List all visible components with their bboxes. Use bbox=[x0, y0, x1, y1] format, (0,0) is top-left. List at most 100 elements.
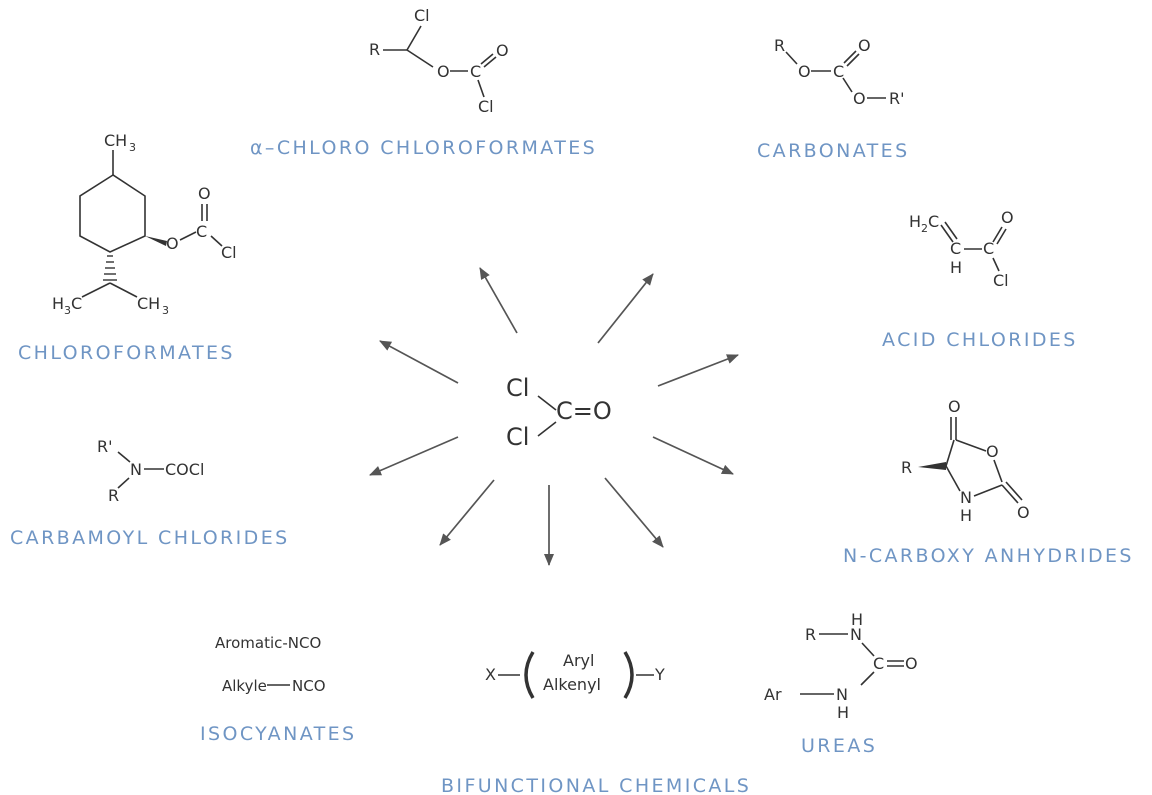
atom-c-carbonyl: C bbox=[983, 239, 994, 258]
center-cl-bottom: Cl bbox=[506, 423, 529, 451]
atom-ch: CH bbox=[104, 131, 127, 150]
bond bbox=[480, 53, 494, 65]
label-ureas: UREAS bbox=[801, 735, 877, 757]
ureas-structure: H R N C O Ar N H bbox=[764, 610, 918, 722]
atom-r: R bbox=[901, 458, 912, 477]
bond bbox=[483, 56, 497, 68]
atom-r-prime: R' bbox=[97, 437, 113, 456]
label-n-carboxy-anhydrides: N-CARBOXY ANHYDRIDES bbox=[843, 545, 1134, 567]
atom-n-top: N bbox=[850, 625, 862, 644]
atom-c: C bbox=[196, 222, 207, 241]
atom-y: Y bbox=[654, 665, 665, 684]
atom-o: O bbox=[1001, 208, 1014, 227]
atom-n: N bbox=[960, 488, 972, 507]
right-paren bbox=[623, 651, 634, 699]
bond bbox=[1005, 481, 1023, 501]
bond bbox=[477, 79, 485, 98]
bond bbox=[945, 465, 961, 492]
menthyl-chloroformate-structure: CH 3 O C O Cl H 3 C CH 3 bbox=[52, 131, 237, 317]
atom-c-methyl: C bbox=[71, 294, 82, 313]
bond bbox=[109, 282, 138, 298]
atom-r: R bbox=[369, 40, 380, 59]
atom-h-alpha: H bbox=[950, 258, 962, 277]
bond bbox=[846, 53, 860, 67]
alkyle-text: Alkyle bbox=[222, 677, 267, 695]
bond bbox=[940, 224, 954, 243]
atom-h-bottom: H bbox=[837, 703, 849, 722]
n-carboxy-anhydride-structure: O O O N H R bbox=[901, 397, 1030, 525]
subscript-2: 2 bbox=[921, 222, 928, 235]
atom-x: X bbox=[485, 665, 496, 684]
bond bbox=[179, 231, 197, 241]
bond bbox=[973, 484, 1003, 497]
bond bbox=[945, 439, 955, 467]
bond bbox=[406, 49, 434, 68]
atom-h: H bbox=[909, 212, 921, 231]
atom-c: C bbox=[873, 654, 884, 673]
center-c-eq-o: C=O bbox=[556, 397, 612, 425]
isocyanates-structure: Aromatic-NCO Alkyle NCO bbox=[215, 634, 326, 695]
atom-o: O bbox=[437, 62, 450, 81]
bond bbox=[992, 257, 1000, 272]
atom-ch-methyl: CH bbox=[137, 294, 160, 313]
carbonate-structure: R O C O O R' bbox=[774, 36, 905, 108]
left-paren bbox=[524, 651, 535, 699]
atom-c: C bbox=[470, 62, 481, 81]
atom-o-right: O bbox=[1017, 503, 1030, 522]
subscript-3: 3 bbox=[64, 304, 71, 317]
phosgene-structure: Cl C=O Cl bbox=[506, 374, 612, 451]
arrow-carbonates bbox=[597, 273, 654, 344]
bond bbox=[81, 282, 111, 298]
atom-o: O bbox=[798, 62, 811, 81]
atom-o-carbonyl: O bbox=[858, 36, 871, 55]
bond bbox=[993, 459, 1003, 483]
wedge-bond bbox=[918, 462, 946, 470]
label-isocyanates: ISOCYANATES bbox=[200, 723, 357, 745]
atom-cocl: COCl bbox=[165, 460, 204, 479]
atom-c: C bbox=[928, 212, 939, 231]
atom-c: C bbox=[833, 62, 844, 81]
atom-cl: Cl bbox=[414, 6, 430, 25]
wedge-bond bbox=[145, 236, 167, 246]
label-alpha-chloro-chloroformates: α–CHLORO CHLOROFORMATES bbox=[250, 137, 597, 159]
bond bbox=[210, 235, 223, 247]
bond bbox=[861, 642, 875, 657]
atom-cl-acyl: Cl bbox=[478, 97, 494, 116]
atom-h: H bbox=[960, 506, 972, 525]
arrow-ureas bbox=[604, 477, 664, 548]
nco-text: NCO bbox=[292, 677, 326, 695]
atom-o: O bbox=[166, 234, 179, 253]
arrow-chloroformates bbox=[379, 340, 459, 384]
arrow-carbamoyl bbox=[369, 436, 459, 476]
bond bbox=[843, 50, 857, 64]
label-carbamoyl-chlorides: CARBAMOYL CHLORIDES bbox=[10, 527, 290, 549]
bond bbox=[842, 77, 853, 93]
bond bbox=[1001, 484, 1019, 504]
atom-o-carbonyl: O bbox=[198, 184, 211, 203]
aromatic-nco-text: Aromatic-NCO bbox=[215, 634, 321, 652]
arrow-isocyanates bbox=[439, 479, 495, 546]
reaction-arrows bbox=[369, 267, 739, 566]
atom-r: R bbox=[108, 486, 119, 505]
subscript-3: 3 bbox=[162, 304, 169, 317]
bond bbox=[955, 439, 987, 452]
atom-o-top: O bbox=[948, 397, 961, 416]
atom-o-ring: O bbox=[986, 442, 999, 461]
atom-o-carbonyl: O bbox=[496, 41, 509, 60]
bond bbox=[992, 226, 1003, 243]
atom-o-ester: O bbox=[853, 89, 866, 108]
arrow-n-carboxy bbox=[652, 436, 734, 475]
subscript-3: 3 bbox=[129, 141, 136, 154]
alkenyl-text: Alkenyl bbox=[543, 675, 601, 694]
atom-h: H bbox=[52, 294, 64, 313]
atom-r: R bbox=[774, 36, 785, 55]
label-acid-chlorides: ACID CHLORIDES bbox=[882, 329, 1078, 351]
label-carbonates: CARBONATES bbox=[757, 140, 910, 162]
label-chloroformates: CHLOROFORMATES bbox=[18, 342, 235, 364]
atom-cl: Cl bbox=[993, 271, 1009, 290]
atom-r-prime: R' bbox=[889, 89, 905, 108]
atom-n-bottom: N bbox=[836, 685, 848, 704]
arrow-acid-chlorides bbox=[657, 354, 739, 387]
bifunctional-structure: X Aryl Alkenyl Y bbox=[485, 651, 665, 699]
